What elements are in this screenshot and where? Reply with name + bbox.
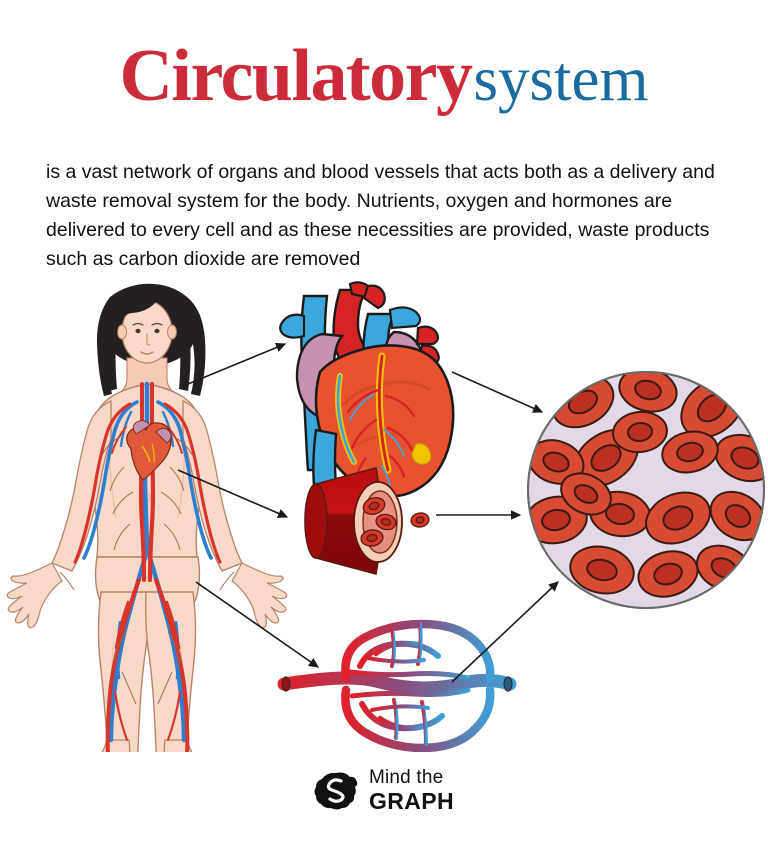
capillary-network <box>277 619 517 752</box>
mind-the-graph-brain-icon <box>314 772 358 810</box>
body-capillary-branches <box>59 436 235 705</box>
page-title-secondary: system <box>473 44 649 114</box>
arrow-body-to-capillaries <box>195 581 320 668</box>
arrow-body-to-vessel <box>177 469 289 518</box>
logo-line-1: Mind the <box>368 766 444 788</box>
red-blood-cells-magnified <box>527 371 765 609</box>
anatomical-heart <box>279 281 455 498</box>
arrow-body-to-heart <box>187 342 287 385</box>
page-title-primary: Circulatory <box>119 35 473 117</box>
intro-paragraph: is a vast network of organs and blood ve… <box>46 160 715 270</box>
arrow-heart-to-blood <box>451 371 544 413</box>
logo-line-2: GRAPH <box>368 787 455 814</box>
illustration-canvas <box>0 262 768 752</box>
blood-vessel-cross-section <box>304 467 430 575</box>
connector-arrows <box>177 342 559 683</box>
brand-logo: Mind the GRAPH <box>0 762 768 818</box>
body-heart-inset <box>126 420 172 481</box>
human-body-circulatory-figure <box>6 283 288 752</box>
arrow-capillaries-to-blood <box>451 581 559 683</box>
page-title: Circulatorysystem <box>0 34 768 119</box>
